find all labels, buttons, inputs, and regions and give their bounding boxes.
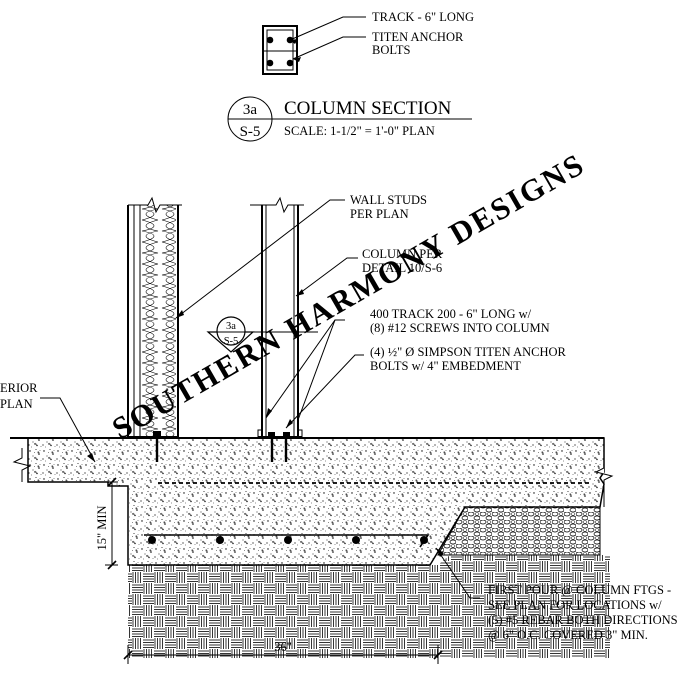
note-wall-studs-2: PER PLAN	[350, 207, 409, 221]
rebar-dot	[352, 536, 360, 544]
section-notes: WALL STUDS PER PLAN COLUMN PER DETAIL 10…	[0, 193, 678, 642]
detail-bubble-sheet: S-5	[240, 124, 261, 140]
note-track-2: (8) #12 SCREWS INTO COLUMN	[370, 321, 550, 335]
note-footing-2: SEE PLAN FOR LOCATIONS w/	[488, 598, 662, 612]
track-plan-outline	[262, 25, 298, 75]
leader-track	[289, 16, 366, 41]
note-footing-1: FIRST POUR @ COLUMN FTGS -	[488, 583, 671, 597]
detail-scale: SCALE: 1-1/2" = 1'-0" PLAN	[284, 124, 435, 138]
rebar-dot	[284, 536, 292, 544]
column-track	[257, 429, 303, 437]
foundation-section	[10, 437, 614, 658]
note-wall-studs-1: WALL STUDS	[350, 193, 427, 207]
detail-bubble-number: 3a	[243, 102, 258, 118]
rebar-dot	[148, 536, 156, 544]
anchor-bolt-plan	[266, 36, 274, 44]
note-exterior-2: PLAN	[0, 397, 33, 411]
anchor-bolt-plan	[286, 59, 294, 67]
plan-note-track: TRACK - 6" LONG	[372, 10, 474, 24]
gravel-base	[437, 506, 601, 556]
note-footing-4: @ 6" O.C. COVERED 3" MIN.	[488, 628, 648, 642]
note-anchor-2: BOLTS w/ 4" EMBEDMENT	[370, 359, 521, 373]
plan-note-anchor-1: TITEN ANCHOR	[372, 30, 464, 44]
wall-insulation	[142, 205, 176, 437]
leader-exterior	[40, 397, 96, 463]
dimension-width: 36"	[274, 640, 292, 654]
leader-column	[295, 257, 358, 297]
rebar-dot	[216, 536, 224, 544]
plan-note-anchor-2: BOLTS	[372, 43, 410, 57]
detail-title-block: 3a S-5 COLUMN SECTION SCALE: 1-1/2" = 1'…	[227, 96, 472, 142]
section-tag: 3a S-5	[206, 316, 318, 353]
section-tag-number: 3a	[226, 321, 236, 332]
leader-anchor	[292, 36, 366, 60]
titen-anchor	[153, 431, 290, 462]
detail-title: COLUMN SECTION	[284, 98, 452, 119]
leader-footing	[435, 547, 480, 599]
note-exterior-1: ERIOR	[0, 381, 38, 395]
leader-wall-studs	[175, 199, 345, 319]
plan-detail: TRACK - 6" LONG TITEN ANCHOR BOLTS	[262, 10, 474, 75]
dimensions: 15" MIN 36"	[95, 477, 443, 664]
rebar-dot	[420, 536, 428, 544]
note-column-1: COLUMN PER	[362, 247, 443, 261]
leader-track-section-2	[265, 319, 345, 419]
section-tag-sheet: S-5	[224, 336, 239, 347]
note-track-1: 400 TRACK 200 - 6" LONG w/	[370, 307, 532, 321]
leader-anchor-section	[285, 354, 364, 429]
note-anchor-1: (4) ½" Ø SIMPSON TITEN ANCHOR	[370, 345, 567, 359]
dimension-depth: 15" MIN	[95, 505, 109, 550]
earth-hatch	[128, 565, 438, 658]
note-footing-3: (5) #5 REBAR BOTH DIRECTIONS	[488, 613, 678, 627]
wall-and-column	[127, 196, 304, 462]
note-column-2: DETAIL 10/S-6	[362, 261, 442, 275]
anchor-bolt-plan	[266, 59, 274, 67]
